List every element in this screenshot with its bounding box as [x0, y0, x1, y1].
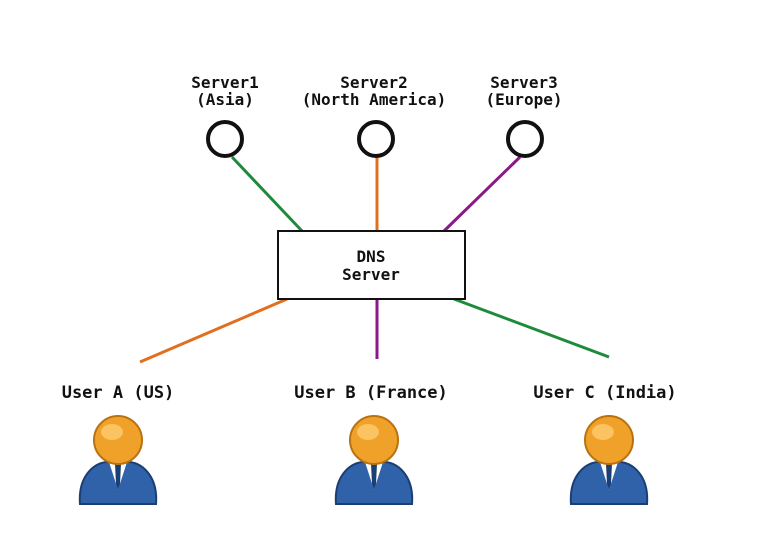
- server-name-label: Server3: [490, 73, 557, 92]
- person-icon: [334, 415, 414, 505]
- dns-label-line2: Server: [342, 265, 400, 284]
- dns-server-box: [277, 230, 466, 300]
- link-server3-dns: [442, 155, 522, 233]
- server-node-icon: [357, 120, 395, 158]
- user-node-c: User C (India): [533, 383, 677, 505]
- server-name-label: Server1: [191, 73, 258, 92]
- server-node-server3: Server3 (Europe): [485, 73, 563, 158]
- server-region-label: (Europe): [485, 90, 562, 109]
- user-label: User A (US): [62, 383, 175, 403]
- link-dns-user-a: [139, 297, 288, 364]
- person-head-highlight: [357, 424, 379, 440]
- person-icon: [569, 415, 649, 505]
- server-name-label: Server2: [340, 73, 407, 92]
- server-node-icon: [506, 120, 544, 158]
- user-node-a: User A (US): [62, 383, 175, 505]
- person-tie-shape: [606, 464, 612, 490]
- server-node-server2: Server2 (North America): [302, 73, 447, 158]
- person-tie-shape: [371, 464, 377, 490]
- link-server1-dns: [230, 155, 304, 233]
- server-node-icon: [206, 120, 244, 158]
- person-head-highlight: [592, 424, 614, 440]
- server-region-label: (North America): [302, 90, 447, 109]
- person-head-shape: [584, 415, 634, 465]
- person-icon: [78, 415, 158, 505]
- user-label: User B (France): [294, 383, 448, 403]
- user-label: User C (India): [533, 383, 676, 403]
- user-node-b: User B (France): [294, 383, 448, 505]
- server-node-server1: Server1 (Asia): [191, 73, 259, 158]
- dns-server-node: DNS Server: [277, 230, 466, 300]
- person-head-highlight: [101, 424, 123, 440]
- person-head-shape: [93, 415, 143, 465]
- person-head-shape: [349, 415, 399, 465]
- person-tie-shape: [115, 464, 121, 490]
- link-dns-user-c: [453, 297, 610, 359]
- server-region-label: (Asia): [196, 90, 254, 109]
- dns-label-line1: DNS: [357, 247, 386, 266]
